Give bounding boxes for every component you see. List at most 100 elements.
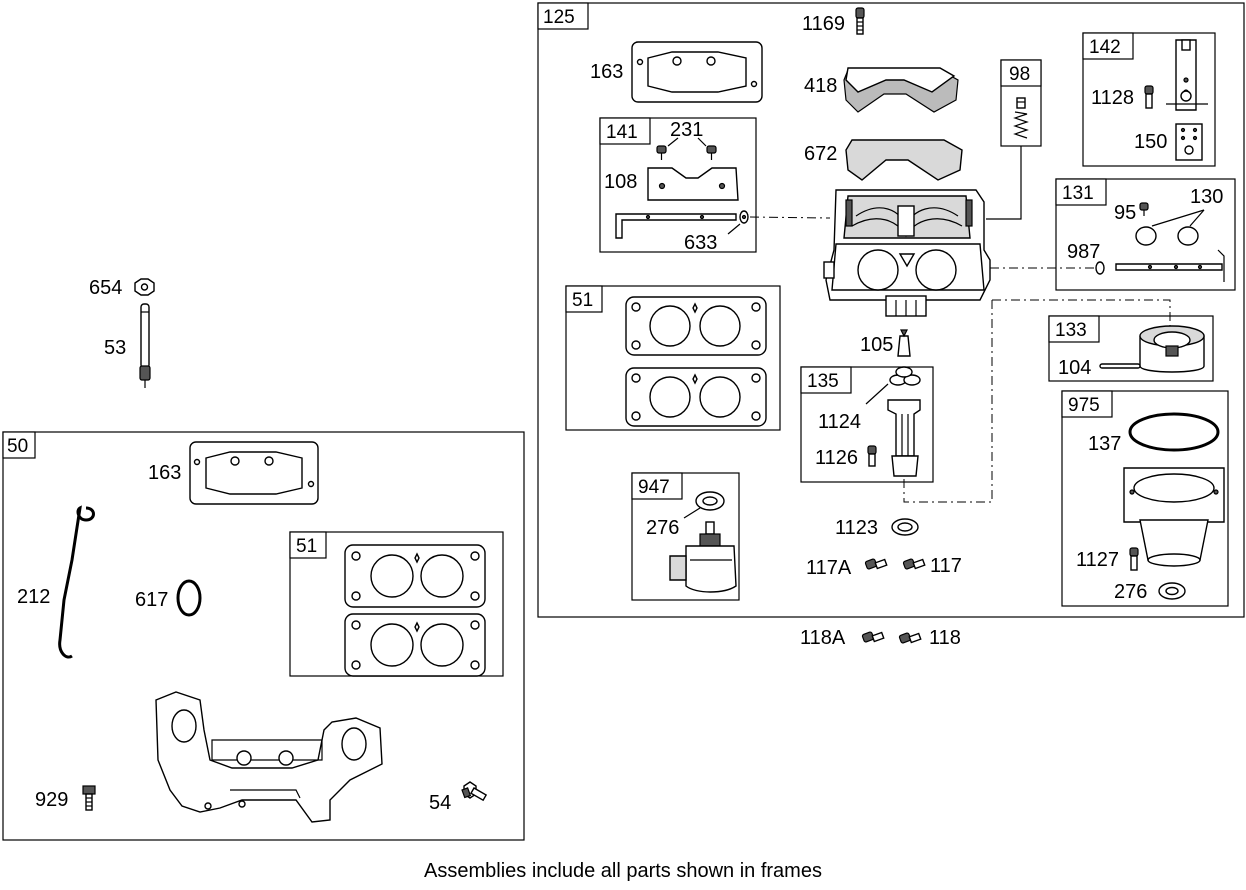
frame-label-51-lower: 51 — [296, 536, 317, 557]
frame-131: 131 — [1055, 178, 1236, 291]
bolt-54 — [461, 781, 488, 802]
rod-with-washer — [615, 210, 749, 239]
carburetor-body — [823, 189, 991, 317]
part-label-987: 987 — [1067, 241, 1100, 263]
screw-117A — [864, 558, 888, 570]
bolt-929 — [82, 785, 96, 811]
part-label-672: 672 — [804, 143, 837, 165]
frame-947: 947 — [631, 472, 740, 601]
part-label-118: 118 — [929, 627, 961, 649]
part-label-163-lower: 163 — [148, 462, 181, 484]
part-label-1169: 1169 — [802, 13, 845, 35]
part-label-117: 117 — [930, 555, 962, 577]
frame-51-upper: 51 — [565, 285, 781, 431]
part-label-104: 104 — [1058, 357, 1091, 379]
stud-53 — [139, 303, 151, 388]
seals-1124 — [865, 366, 921, 405]
exhaust-manifold — [155, 691, 383, 823]
jet-135 — [887, 399, 921, 477]
frame-label-50: 50 — [7, 436, 28, 457]
frame-label-131: 131 — [1062, 183, 1094, 204]
washer-276-left — [683, 491, 725, 519]
part-label-53: 53 — [104, 337, 126, 359]
screw-118A — [861, 631, 885, 643]
part-label-276-right: 276 — [1114, 581, 1147, 603]
part-label-137: 137 — [1088, 433, 1121, 455]
gasket-51-upper-a — [625, 296, 767, 356]
part-label-929: 929 — [35, 789, 68, 811]
pin-104 — [1099, 363, 1141, 369]
frame-125: 125 — [537, 2, 1245, 618]
frame-135: 135 — [800, 366, 934, 483]
plate-150 — [1175, 123, 1203, 161]
washer-987 — [1095, 261, 1105, 275]
discs-130 — [1135, 209, 1205, 246]
part-label-212: 212 — [17, 586, 50, 608]
part-label-108: 108 — [604, 171, 637, 193]
cap-105 — [897, 329, 911, 357]
part-label-231: 231 — [670, 119, 703, 141]
ring-137 — [1128, 412, 1220, 452]
frame-label-135: 135 — [807, 371, 839, 392]
part-label-130: 130 — [1190, 186, 1223, 208]
part-label-1126: 1126 — [815, 447, 858, 469]
screw-1127 — [1129, 547, 1139, 571]
part-label-150: 150 — [1134, 131, 1167, 153]
part-label-163-upper: 163 — [590, 61, 623, 83]
screws-231 — [656, 137, 717, 160]
frame-50: 50 — [2, 431, 525, 841]
diagram-caption: Assemblies include all parts shown in fr… — [424, 860, 822, 882]
frame-141: 141 — [599, 117, 757, 253]
bowl-975 — [1123, 467, 1225, 567]
plate-418 — [843, 67, 959, 113]
part-label-105: 105 — [860, 334, 893, 356]
frame-975: 975 — [1061, 390, 1229, 607]
nut-654 — [134, 278, 155, 296]
part-label-617: 617 — [135, 589, 168, 611]
frame-label-98: 98 — [1009, 64, 1030, 85]
screw-1169 — [855, 7, 865, 35]
part-label-633: 633 — [684, 232, 717, 254]
frame-label-133: 133 — [1055, 320, 1087, 341]
seal-ring-617 — [176, 579, 202, 617]
frame-98: 98 — [1000, 59, 1042, 147]
gasket-163-lower — [189, 441, 319, 505]
part-label-418: 418 — [804, 75, 837, 97]
wire-rod-212 — [58, 505, 95, 659]
washer-1123 — [891, 518, 919, 536]
frame-label-975: 975 — [1068, 395, 1100, 416]
solenoid-947 — [669, 521, 737, 593]
screw-117 — [902, 558, 926, 570]
frame-142: 142 — [1082, 32, 1216, 167]
gasket-51-upper-b — [625, 367, 767, 427]
screw-1126 — [867, 445, 877, 467]
part-label-654: 654 — [89, 277, 122, 299]
screw-1128 — [1144, 85, 1154, 109]
gasket-51-lower-a — [344, 544, 486, 608]
frame-label-141: 141 — [606, 122, 638, 143]
frame-133: 133 — [1048, 315, 1214, 382]
part-label-117A: 117A — [806, 557, 852, 579]
shaft-131 — [1115, 249, 1225, 282]
spring-98 — [1013, 97, 1029, 139]
screw-118 — [898, 632, 922, 644]
part-label-54: 54 — [429, 792, 451, 814]
part-label-118A: 118A — [800, 627, 846, 649]
part-label-276-left: 276 — [646, 517, 679, 539]
gasket-51-lower-b — [344, 613, 486, 677]
screw-95 — [1139, 202, 1149, 216]
plate-108 — [647, 167, 739, 201]
part-label-1124: 1124 — [818, 411, 861, 433]
housing-133 — [1139, 325, 1205, 373]
part-label-1123: 1123 — [835, 517, 878, 539]
bracket-142 — [1166, 39, 1208, 111]
frame-label-125: 125 — [543, 7, 575, 28]
frame-label-947: 947 — [638, 477, 670, 498]
gasket-163-upper — [631, 41, 763, 103]
gasket-672 — [845, 139, 963, 181]
part-label-1128: 1128 — [1091, 87, 1134, 109]
washer-276-right — [1158, 582, 1186, 600]
part-label-95: 95 — [1114, 202, 1136, 224]
part-label-1127: 1127 — [1076, 549, 1119, 571]
